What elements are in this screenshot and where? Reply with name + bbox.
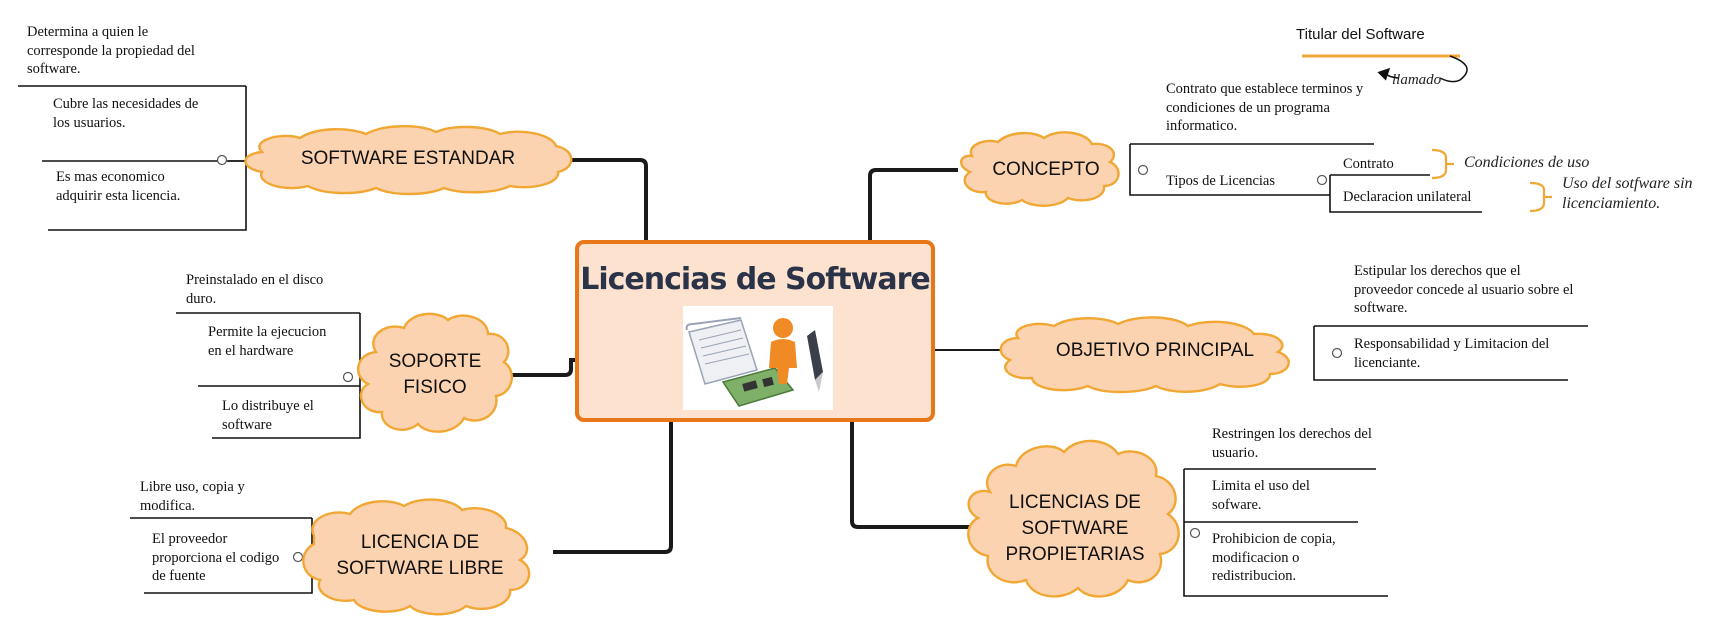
brace-lines [1431, 148, 1552, 213]
note-tipos-de-licencias: Tipos de Licencias [1166, 173, 1276, 189]
note-software-estandar-3: Es mas economico adquirir esta licencia. [56, 169, 181, 204]
note-propietarias-1: Restringen los derechos del usuario. [1212, 426, 1372, 461]
note-propietarias-3: Prohibicion de copia, modificacion o red… [1212, 531, 1336, 584]
tipo-declaracion-unilateral: Declaracion unilateral [1343, 189, 1472, 205]
node-label-line: SOPORTE [388, 351, 482, 372]
node-label-line: SOFTWARE [1021, 518, 1129, 539]
collapse-icon[interactable] [1316, 174, 1328, 186]
note-soporte-fisico-3: Lo distribuye el software [222, 398, 314, 433]
note-objetivo-1: Estipular los derechos que el proveedor … [1354, 263, 1574, 316]
note-licencia-libre-1: Libre uso, copia y modifica. [140, 479, 245, 514]
cloud-soporte-fisico [357, 312, 514, 433]
propietarias-note-lines [1183, 468, 1388, 597]
collapse-icon[interactable] [1189, 527, 1201, 539]
node-licencias-propietarias[interactable]: LICENCIAS DE SOFTWARE PROPIETARIAS [990, 490, 1160, 568]
note-concepto-1: Contrato que establece terminos y condic… [1166, 81, 1364, 134]
node-label-line: LICENCIAS DE [1009, 492, 1141, 513]
note-uso-sin-licenciamiento: Uso del sotfware sin licenciamiento. [1562, 175, 1693, 212]
node-objetivo-principal[interactable]: OBJETIVO PRINCIPAL [1055, 340, 1255, 361]
node-label-line: FISICO [403, 377, 467, 398]
relationship-arrow-tail [1377, 67, 1399, 81]
cloud-licencia-libre [302, 498, 531, 616]
concepto-note-lines [1129, 143, 1482, 213]
cloud-software-estandar [244, 125, 573, 196]
titular-del-software: Titular del Software [1296, 26, 1425, 43]
collapse-icon[interactable] [342, 371, 354, 383]
license-document-person-pen-circuit-icon [685, 317, 823, 407]
note-soporte-fisico-2: Permite la ejecucion en el hardware [208, 324, 327, 359]
note-software-estandar-1: Determina a quien le corresponde la prop… [27, 24, 195, 77]
note-licencia-libre-2: El proveedor proporciona el codigo de fu… [152, 531, 280, 584]
node-licencia-libre[interactable]: LICENCIA DE SOFTWARE LIBRE [330, 530, 510, 582]
node-label-line: PROPIETARIAS [1005, 544, 1145, 565]
software-estandar-note-lines [18, 85, 247, 231]
cloud-concepto [960, 131, 1120, 207]
node-software-estandar[interactable]: SOFTWARE ESTANDAR [300, 148, 516, 169]
licencia-libre-note-lines [130, 517, 313, 594]
note-propietarias-2: Limita el uso del sofware. [1212, 478, 1310, 513]
note-software-estandar-2: Cubre las necesidades de los usuarios. [53, 96, 199, 131]
cloud-propietarias [967, 439, 1180, 598]
main-branch-lines [506, 158, 1005, 554]
collapse-icon[interactable] [292, 551, 304, 563]
node-label-line: LICENCIA DE [360, 532, 480, 553]
clouds [244, 125, 1290, 616]
collapse-icon[interactable] [1137, 164, 1149, 176]
note-soporte-fisico-1: Preinstalado en el disco duro. [186, 272, 324, 307]
objetivo-note-lines [1313, 325, 1588, 381]
collapse-icon[interactable] [216, 154, 228, 166]
node-concepto[interactable]: CONCEPTO [992, 159, 1100, 180]
node-label-line: SOFTWARE LIBRE [336, 558, 504, 579]
soporte-fisico-note-lines [176, 312, 361, 439]
tipo-contrato: Contrato [1343, 156, 1394, 172]
note-objetivo-2: Responsabilidad y Limitacion del licenci… [1354, 336, 1550, 371]
cloud-objetivo [999, 316, 1290, 394]
central-topic[interactable]: Licencias de Software [575, 240, 935, 422]
note-condiciones-de-uso: Condiciones de uso [1464, 154, 1590, 169]
central-title: Licencias de Software [580, 262, 930, 297]
relationship-arrow [1439, 55, 1468, 83]
license-illustration-icon [683, 306, 833, 410]
node-soporte-fisico[interactable]: SOPORTE FISICO [370, 349, 500, 401]
collapse-icon[interactable] [1331, 347, 1343, 359]
relationship-label-llamado: llamado [1392, 72, 1442, 88]
